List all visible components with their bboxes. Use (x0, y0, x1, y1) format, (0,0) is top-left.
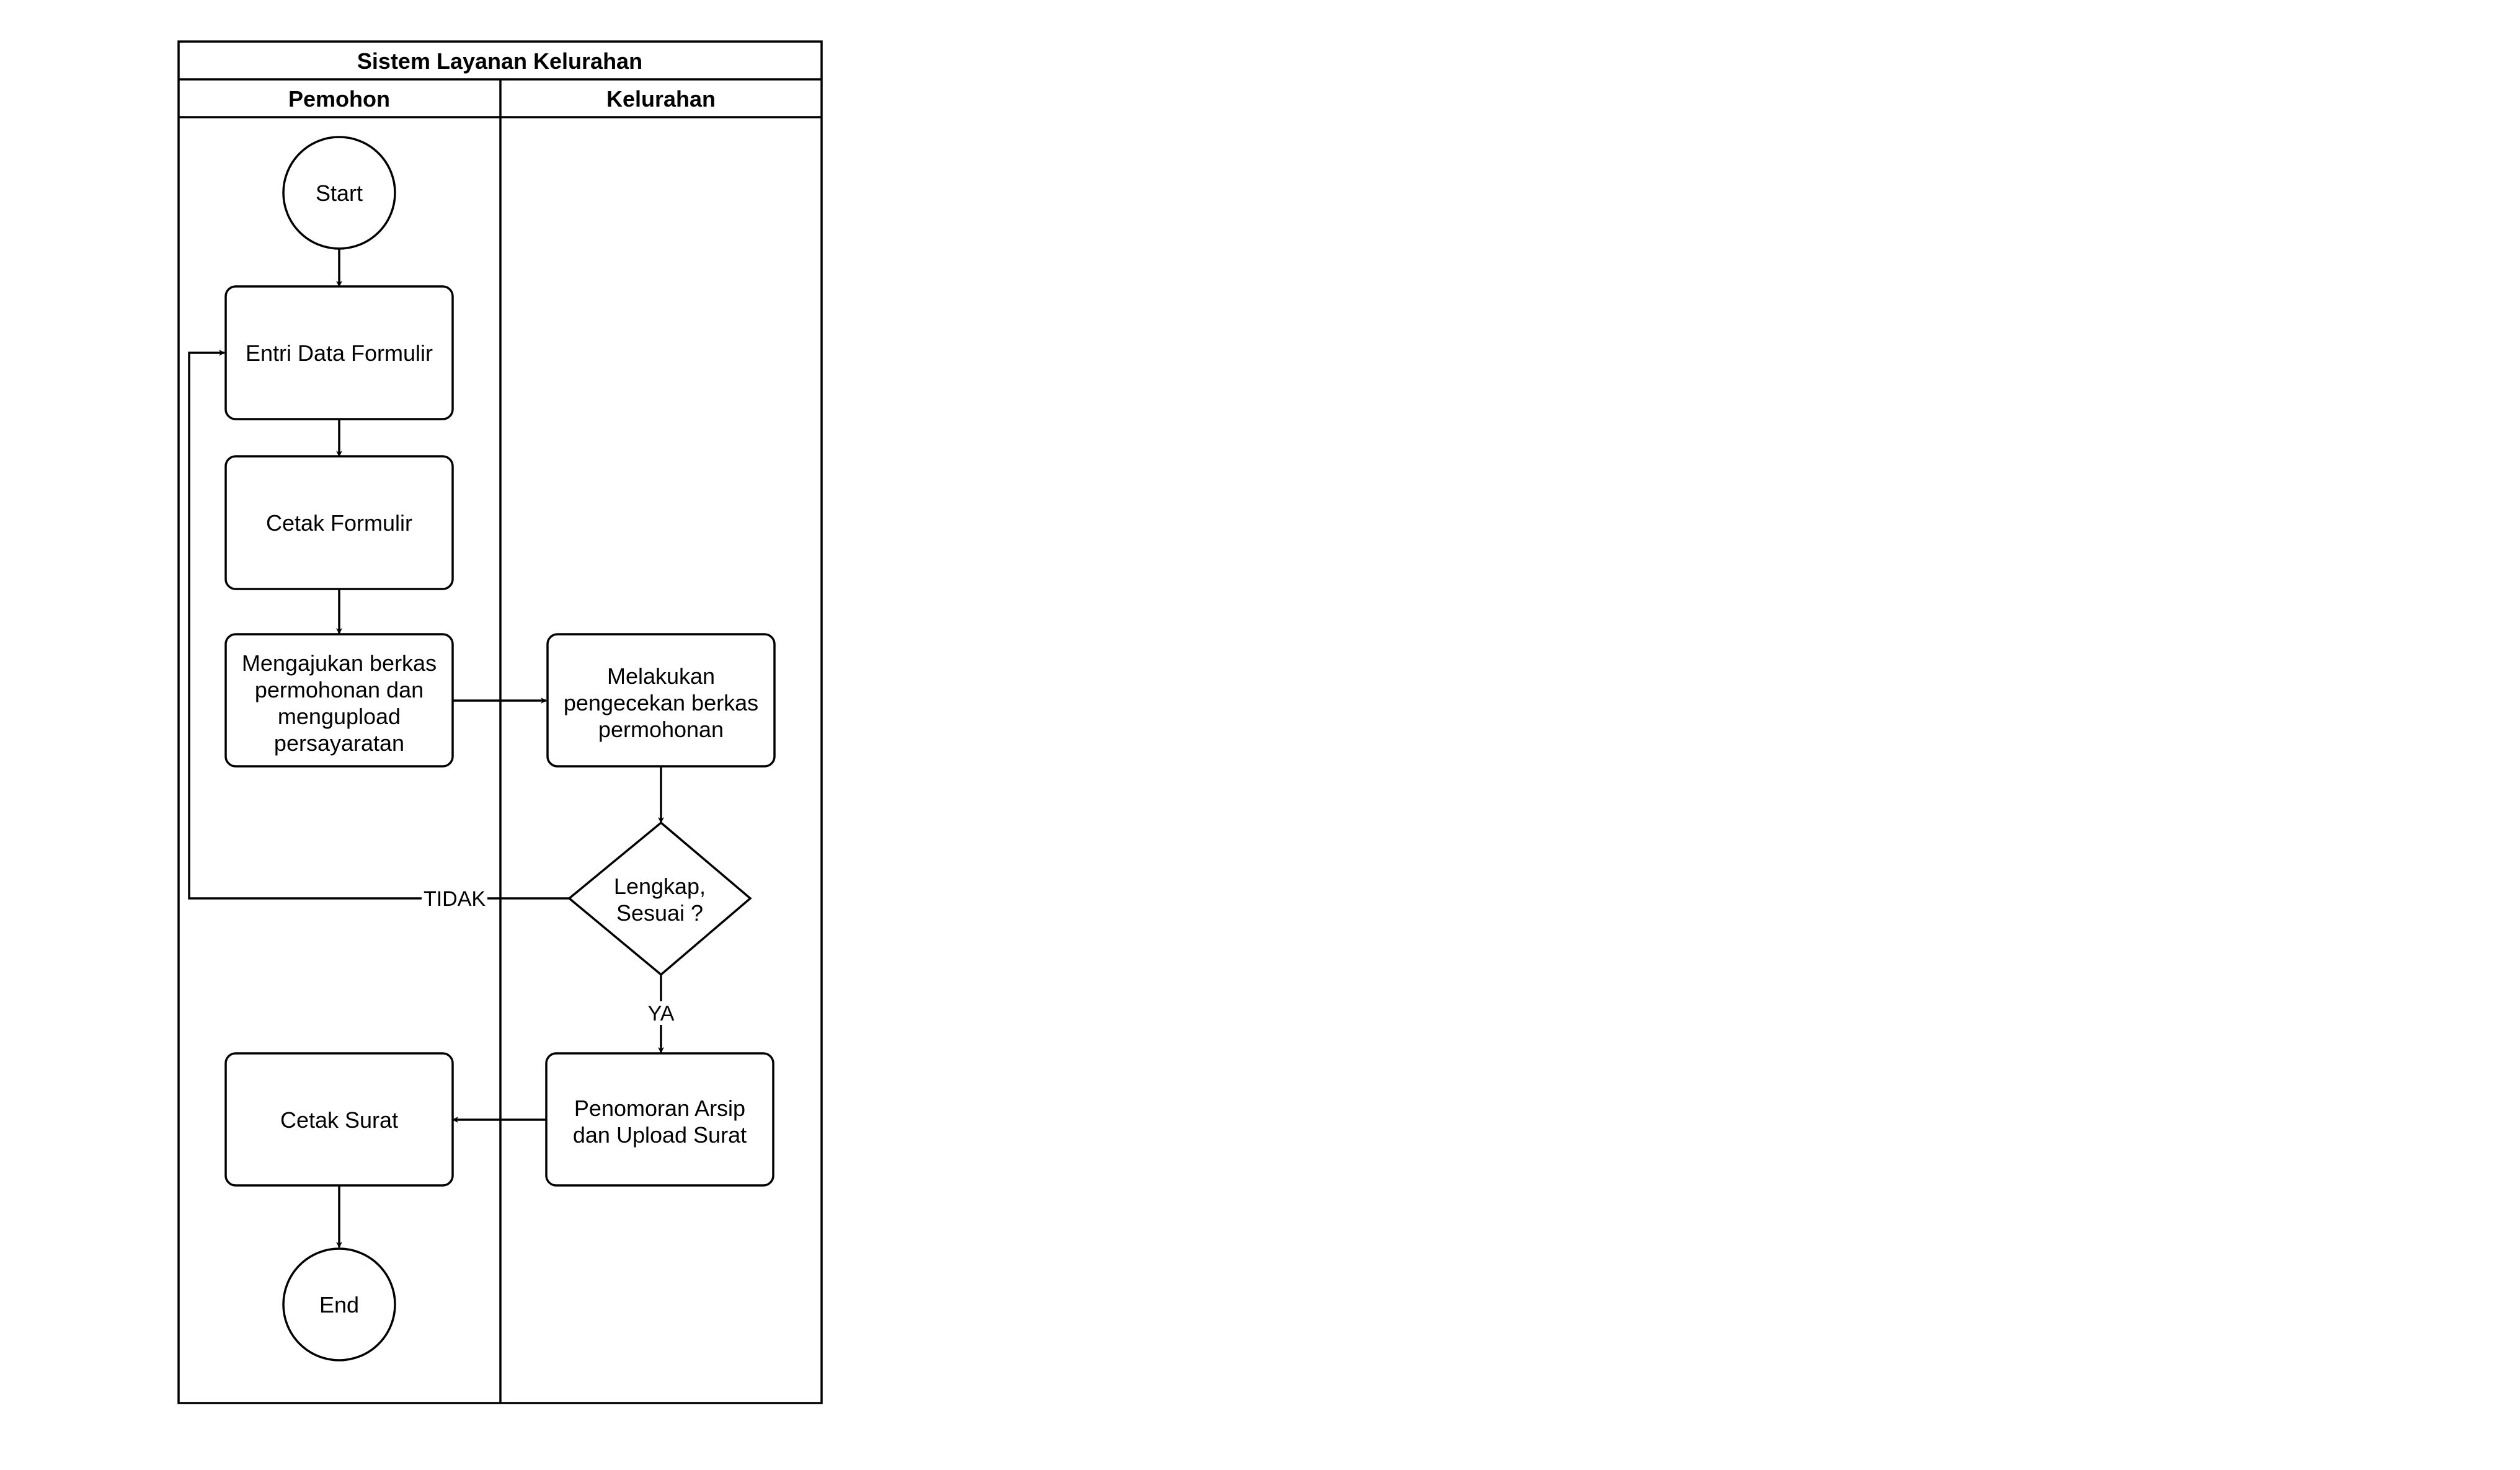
node-mengajukan-berkas: Mengajukan berkas permohonan dan mengupl… (224, 633, 454, 768)
lane-label-pemohon: Pemohon (288, 86, 390, 112)
pool: Sistem Layanan Kelurahan Pemohon Kelurah… (177, 40, 823, 1404)
node-cetak-surat: Cetak Surat (224, 1052, 454, 1187)
node-melakukan-pengecekan: Melakukan pengecekan berkas permohonan (546, 633, 776, 768)
process-box (224, 455, 454, 590)
node-start: Start (282, 136, 396, 250)
node-cetak-formulir-label: Cetak Formulir (266, 510, 412, 536)
node-lengkap-sesuai: Lengkap, Sesuai ? (567, 821, 752, 976)
lane-label-kelurahan: Kelurahan (606, 86, 716, 112)
process-box (224, 1052, 454, 1187)
node-end-label: End (319, 1292, 359, 1317)
node-melakukan-line-2: pengecekan berkas (564, 690, 758, 715)
start-terminal (282, 136, 396, 250)
pool-title: Sistem Layanan Kelurahan (357, 48, 642, 74)
node-entri-label: Entri Data Formulir (246, 340, 433, 366)
edge-label-tidak: TIDAK (424, 887, 486, 911)
edge-label-bg-ya (645, 1001, 677, 1025)
process-box (224, 633, 454, 768)
edges: TIDAK YA (188, 249, 677, 1248)
process-box (224, 285, 454, 420)
node-melakukan-line-3: permohonan (598, 717, 724, 742)
edge-label-ya: YA (648, 1002, 675, 1025)
node-penomoran-line-1: Penomoran Arsip (574, 1096, 745, 1121)
process-box (546, 633, 776, 768)
node-mengajukan-line-4: persayaratan (274, 730, 404, 756)
node-lengkap-line-2: Sesuai ? (616, 900, 703, 926)
node-cetak-surat-label: Cetak Surat (280, 1107, 398, 1133)
node-mengajukan-line-1: Mengajukan berkas (242, 650, 437, 676)
node-cetak-formulir: Cetak Formulir (224, 455, 454, 590)
node-entri-data-formulir: Entri Data Formulir (224, 285, 454, 420)
end-terminal (282, 1247, 396, 1362)
node-lengkap-line-1: Lengkap, (614, 874, 706, 899)
edge-lengkap-entri (188, 350, 569, 900)
node-penomoran-arsip: Penomoran Arsip dan Upload Surat (545, 1052, 774, 1187)
edge-label-bg-tidak (422, 887, 487, 910)
node-end: End (282, 1247, 396, 1362)
node-mengajukan-line-2: permohonan dan (255, 677, 424, 702)
nodes: Start Entri Data Formulir Cetak Formulir… (224, 136, 776, 1362)
process-box (545, 1052, 774, 1187)
node-start-label: Start (316, 180, 363, 206)
node-melakukan-line-1: Melakukan (607, 663, 715, 689)
node-penomoran-line-2: dan Upload Surat (573, 1122, 747, 1148)
decision-diamond (567, 821, 752, 976)
node-mengajukan-line-3: mengupload (278, 704, 401, 729)
